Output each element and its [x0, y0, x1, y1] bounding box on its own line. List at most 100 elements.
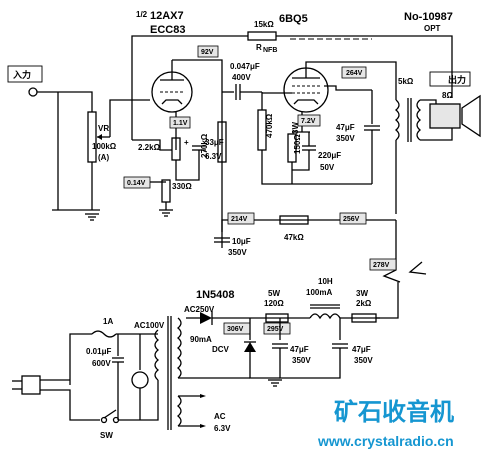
tube-v1-alt: ECC83 — [150, 24, 185, 36]
vr-name: VR — [98, 124, 109, 133]
v2-screen-wire — [324, 85, 372, 91]
rectifier-diode-icon — [200, 312, 212, 324]
v1-cathode-voltage: 1.1V — [173, 120, 188, 127]
pt-hv-winding — [176, 317, 182, 379]
opt-secondary-winding — [416, 99, 422, 141]
line-cap-voltage: 600V — [92, 359, 111, 368]
v1-cathode-cap-wire — [175, 150, 200, 181]
pt-heater-label: AC — [214, 412, 226, 421]
pt-primary-label: AC100V — [134, 321, 165, 330]
opt-primary-winding — [394, 99, 400, 141]
filter-ground — [279, 348, 341, 379]
power-switch — [103, 409, 117, 419]
v2-grid-r-value: 470kΩ — [265, 113, 274, 138]
opt-model: No-10987 — [404, 11, 453, 23]
input-label: 入力 — [12, 69, 31, 81]
filter-r-value: 2kΩ — [356, 299, 372, 308]
choke-resistor — [265, 313, 289, 323]
heater-arrow-icon — [200, 424, 206, 428]
heater-arrow-icon — [200, 394, 206, 398]
coupling-cap-value: 0.047μF — [230, 62, 260, 71]
b3-voltage: 278V — [373, 262, 390, 269]
filter-c1-value: 47μF — [290, 345, 309, 354]
v2-cathode-r-power: 3W — [291, 122, 300, 134]
b2-voltage: 256V — [343, 216, 360, 223]
v1-cathode2-voltage: 0.14V — [127, 180, 146, 187]
filter-c2-voltage: 350V — [354, 356, 373, 365]
nfb-label: R — [256, 43, 262, 52]
decouple-resistor — [279, 215, 309, 225]
v2-cathode-r-value: 150Ω — [293, 134, 302, 154]
b2-voltage-box — [339, 212, 367, 225]
ground-icon — [85, 213, 99, 221]
fuse-label: 1A — [103, 317, 113, 326]
nfb-wire-right — [372, 35, 453, 98]
input-jack-icon — [28, 87, 38, 97]
v1-plate-voltage: 92V — [201, 49, 214, 56]
v2-cathode-voltage: 7.2V — [301, 118, 316, 125]
v1-cathode-c1-value: 33μF — [205, 138, 224, 147]
ac-plug-icon — [12, 375, 41, 395]
pt-heater-winding — [176, 395, 182, 427]
v2-cathode-c-voltage: 50V — [320, 163, 335, 172]
v2-plate-voltage: 264V — [346, 70, 363, 77]
vr-taper: (A) — [98, 153, 109, 162]
pt-heater-value: 6.3V — [214, 424, 231, 433]
tube-v1-cathode — [161, 99, 183, 105]
v2-cathode-voltage-box — [297, 114, 321, 127]
decouple-r-value: 47kΩ — [284, 233, 304, 242]
choke-coil — [309, 313, 341, 320]
volume-pot — [87, 111, 97, 163]
v2-plate-voltage-box — [341, 66, 367, 79]
b1-voltage-box — [227, 212, 255, 225]
fuse-icon — [91, 330, 117, 338]
v1-cathode-c1-voltage: 6.3V — [205, 152, 222, 161]
v1-plate-r-value: 270kΩ — [200, 133, 209, 158]
v1-plate-resistor — [217, 121, 227, 163]
plus-mark-icon: + — [184, 138, 189, 147]
v1-cathode-r1-value: 2.2kΩ — [138, 143, 161, 152]
decouple-cap-voltage: 350V — [228, 248, 247, 257]
v2-ground-return — [261, 150, 372, 185]
speaker-icon — [461, 94, 481, 138]
nfb-wire-left — [131, 35, 248, 140]
power-switch-label: SW — [100, 431, 113, 440]
choke-current: 100mA — [306, 288, 332, 297]
choke-in-voltage: 295V — [267, 326, 284, 333]
opt-type: OPT — [424, 24, 441, 33]
pt-primary-winding — [154, 329, 160, 381]
screen-cap-voltage: 350V — [336, 134, 355, 143]
decouple-cap-value: 10μF — [232, 237, 251, 246]
rect-out-voltage: 306V — [227, 326, 244, 333]
v1-plate-voltage-box — [197, 45, 219, 58]
vr-value: 100kΩ — [92, 142, 117, 151]
nfb-resistor-value: 15kΩ — [254, 20, 274, 29]
vr-to-grid-wire — [109, 99, 150, 137]
opt-primary-value: 5kΩ — [398, 77, 414, 86]
speaker-jack — [429, 103, 461, 129]
v1-cathode-voltage-box — [169, 116, 191, 129]
b1-voltage: 214V — [231, 216, 248, 223]
ground-icon — [268, 379, 282, 387]
nfb-resistor — [247, 31, 277, 41]
v1-plate-wire — [172, 59, 223, 232]
input-wire — [37, 91, 93, 112]
pt-hv-label: AC250V — [184, 305, 215, 314]
b-plus-bus — [221, 219, 396, 232]
watermark-title: 矿石收音机 — [334, 398, 454, 426]
screen-cap-value: 47μF — [336, 123, 355, 132]
line-cap-value: 0.01μF — [86, 347, 111, 356]
ground-icon — [159, 209, 173, 217]
pt-current-label: 90mA — [190, 335, 212, 344]
v2-plate-wire — [305, 61, 397, 100]
nfb-label-sub: NFB — [263, 47, 277, 54]
v1-cathode-r2-value: 330Ω — [172, 182, 192, 191]
speaker-impedance: 8Ω — [442, 91, 453, 100]
output-label-box — [429, 71, 471, 87]
v2-cathode-c-value: 220μF — [318, 151, 341, 160]
filter-c2-value: 47μF — [352, 345, 371, 354]
b3-voltage-box — [369, 258, 397, 271]
protection-diode-icon — [244, 342, 256, 352]
tube-v2-cathode — [293, 99, 319, 105]
